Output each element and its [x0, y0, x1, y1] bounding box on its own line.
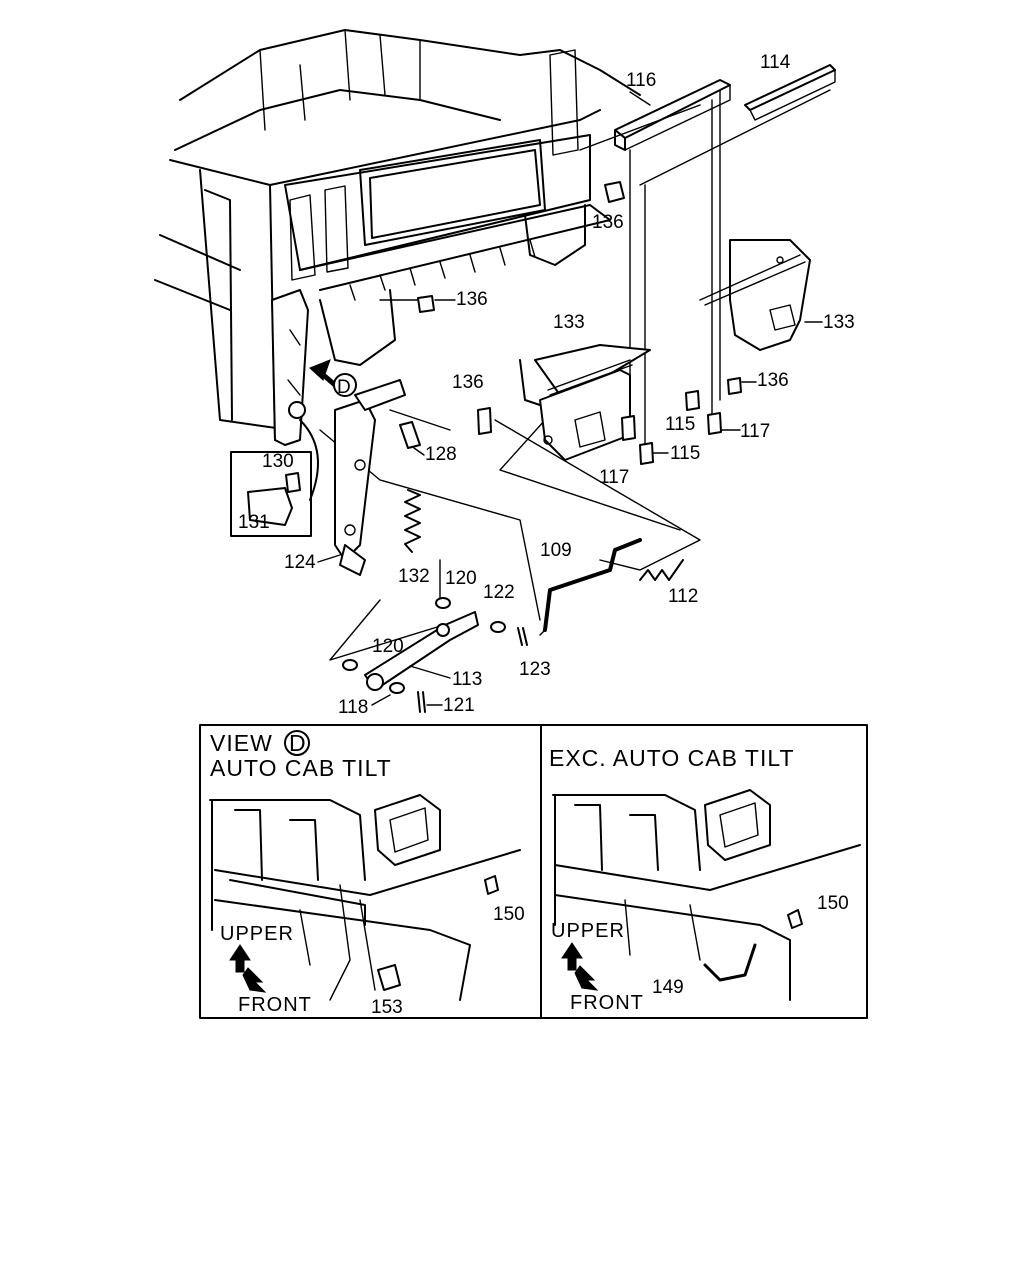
cotter-pins	[417, 627, 528, 713]
panel-left-view-label: VIEW	[210, 730, 273, 756]
view-d-arrow: D	[299, 359, 357, 501]
callout-133-center: 133	[553, 312, 585, 333]
panel-right-title: EXC. AUTO CAB TILT	[549, 745, 795, 771]
bolt-117-b	[707, 412, 722, 435]
rod-109	[539, 538, 642, 636]
lever-124	[334, 379, 406, 576]
bolt-136-top	[604, 181, 625, 203]
callout-128: 128	[425, 444, 457, 465]
callout-labels: 114 116 136 136 136 136 133 133 115 115 …	[238, 52, 855, 718]
bolt-136-right	[727, 377, 742, 395]
callout-122: 122	[483, 582, 515, 603]
panel-auto-cab-tilt: VIEW D AUTO CAB TILT 150 153 UPPER FRONT	[209, 730, 525, 1018]
callout-113: 113	[452, 669, 482, 690]
washers	[342, 597, 506, 694]
panel-left-upper: UPPER	[220, 923, 294, 945]
callout-117-right: 117	[740, 421, 770, 442]
callout-150-right: 150	[817, 893, 849, 914]
bolt-117-a	[621, 415, 636, 441]
callout-136-right: 136	[757, 370, 789, 391]
bolt-136-left	[417, 295, 435, 313]
callout-136-top: 136	[592, 212, 624, 233]
callout-121: 121	[443, 695, 475, 716]
callout-149: 149	[652, 977, 684, 998]
view-marker-d: D	[337, 377, 351, 398]
spring-132	[404, 489, 421, 553]
callout-115-upper: 115	[665, 414, 695, 435]
bolt-115-b	[685, 390, 700, 411]
callout-109: 109	[540, 540, 572, 561]
callout-133-right: 133	[823, 312, 855, 333]
callout-150-left: 150	[493, 904, 525, 925]
panel-exc-auto-cab-tilt: EXC. AUTO CAB TILT 150 149 UPPER FRONT	[549, 745, 861, 1014]
link-113	[364, 611, 479, 691]
inset-130-131	[230, 451, 312, 537]
lever-left	[271, 289, 309, 446]
callout-120-upper: 120	[445, 568, 477, 589]
callout-136-left: 136	[456, 289, 488, 310]
cab-body	[154, 29, 641, 441]
callout-124: 124	[284, 552, 316, 573]
assembly-lines	[319, 89, 831, 661]
rail-116	[614, 79, 731, 151]
callout-118: 118	[338, 697, 368, 718]
rail-114	[744, 64, 836, 121]
panel-right-upper: UPPER	[551, 920, 625, 942]
callout-114: 114	[760, 52, 791, 73]
lock-assembly-133-center	[519, 344, 651, 461]
panel-left-view-marker: D	[289, 730, 307, 756]
bolt-136-mid	[477, 407, 492, 435]
callout-116: 116	[626, 70, 656, 91]
panel-right-front: FRONT	[570, 992, 644, 1014]
callout-112: 112	[668, 586, 698, 607]
callout-120-lower: 120	[372, 636, 404, 657]
callout-132: 132	[398, 566, 430, 587]
view-panel	[199, 724, 868, 1019]
callout-117-center: 117	[599, 467, 629, 488]
spring-112	[639, 559, 684, 581]
callout-130: 130	[262, 451, 294, 472]
panel-left-subtitle: AUTO CAB TILT	[210, 755, 392, 781]
bolt-128	[399, 421, 421, 449]
bolt-115-a	[639, 442, 654, 465]
callout-153: 153	[371, 997, 403, 1018]
lock-assembly-133-right	[699, 239, 811, 351]
callout-136-mid: 136	[452, 372, 484, 393]
callout-123: 123	[519, 659, 551, 680]
panel-left-front: FRONT	[238, 994, 312, 1016]
callout-115-lower: 115	[670, 443, 700, 464]
callout-131: 131	[238, 512, 270, 533]
